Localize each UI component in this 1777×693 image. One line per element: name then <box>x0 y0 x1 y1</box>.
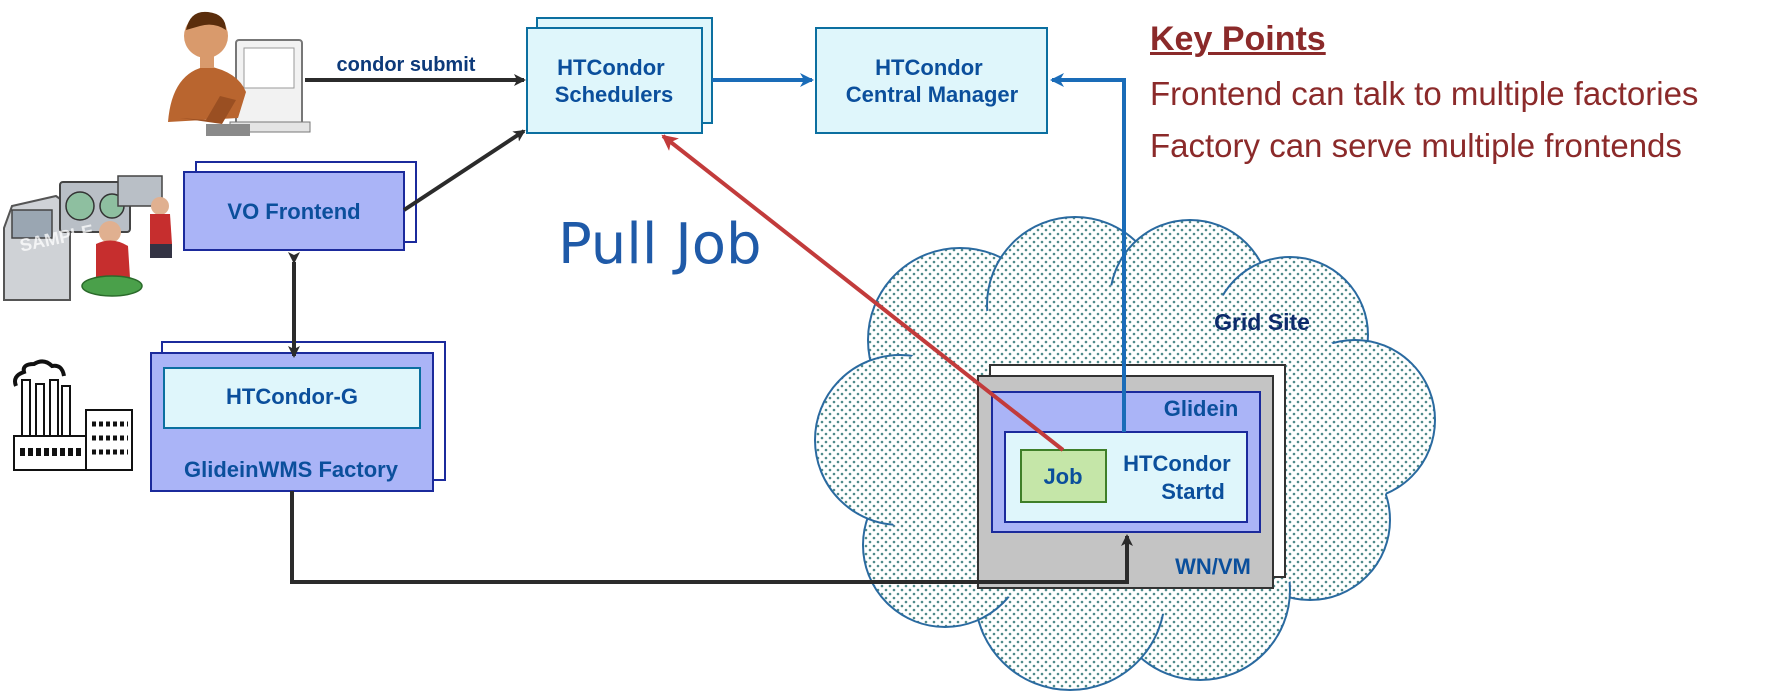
vo-frontend-label: VO Frontend <box>227 199 360 224</box>
pull-job-arrow <box>661 134 1065 452</box>
htcondor-g-box <box>163 367 421 429</box>
htcondor-g-label: HTCondor-G <box>226 384 358 409</box>
factory-label: GlideinWMS Factory <box>184 457 399 482</box>
key-point-item: Factory can serve multiple frontends <box>1150 127 1682 164</box>
operators-console-icon: SAMPLE <box>3 175 172 301</box>
pull-job-label: Pull Job <box>558 212 762 277</box>
startd-to-cm-arrow <box>1050 73 1126 432</box>
startd-label: HTCondor Startd <box>1123 451 1237 504</box>
schedulers-label: HTCondor Schedulers <box>555 55 674 107</box>
key-point-item: Frontend can talk to multiple factories <box>1150 75 1699 112</box>
key-points-title: Key Points <box>1150 20 1326 58</box>
job-box <box>1020 449 1107 503</box>
wn-vm-label: WN/VM <box>1175 554 1251 579</box>
vo-frontend-box <box>183 171 405 251</box>
central-manager-label: HTCondor Central Manager <box>846 55 1019 107</box>
factory-building-icon <box>13 359 133 471</box>
grid-site-label: Grid Site <box>1214 309 1310 335</box>
frontend-to-schedulers-arrow <box>402 129 526 212</box>
condor-submit-label: condor submit <box>337 54 476 76</box>
schedulers-box <box>526 27 703 134</box>
user-at-computer-icon <box>168 11 311 136</box>
central-manager-box <box>815 27 1048 134</box>
job-label: Job <box>1043 464 1082 489</box>
factory-to-wn-arrow <box>290 491 1133 584</box>
glidein-label: Glidein <box>1164 396 1239 421</box>
